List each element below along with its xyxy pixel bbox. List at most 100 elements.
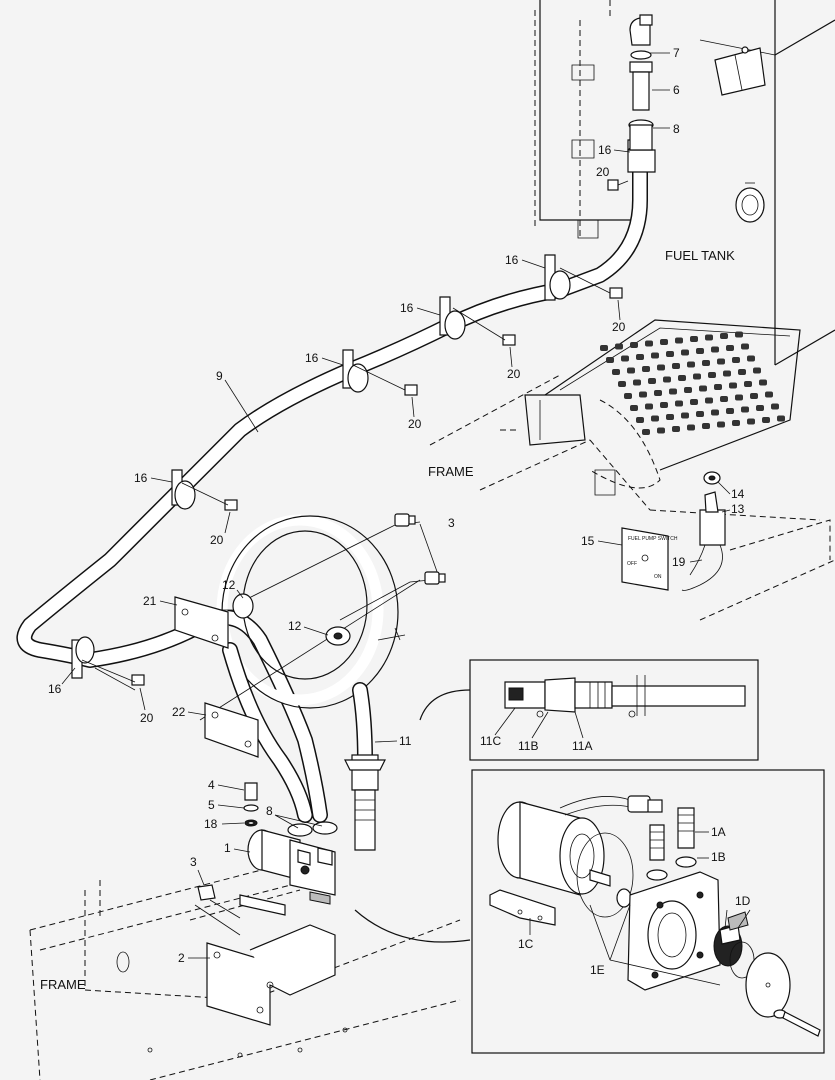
callout-5: 5 <box>208 798 215 812</box>
washers-12 <box>232 593 351 646</box>
frame-lower <box>29 859 461 1080</box>
switch-plate-off: OFF <box>627 561 637 567</box>
callout-20-b: 20 <box>612 320 626 334</box>
grate-hole <box>681 412 689 419</box>
grate-hole <box>729 382 737 389</box>
callout-16-b: 16 <box>505 253 519 267</box>
grate-hole <box>738 369 746 375</box>
grate-hole <box>660 339 668 345</box>
label-frame-upper: FRAME <box>428 464 474 479</box>
grate-hole <box>690 399 698 405</box>
grate-hole <box>717 358 725 365</box>
grate-hole <box>711 346 719 353</box>
callout-4: 4 <box>208 778 215 792</box>
clamp-16-f <box>71 636 95 679</box>
grate-hole <box>732 357 740 363</box>
switch-plate-on: ON <box>654 574 662 580</box>
callout-12-b: 12 <box>288 619 302 633</box>
callout-8-top: 8 <box>673 122 680 136</box>
callout-13: 13 <box>731 502 745 516</box>
fuel-pump-1 <box>194 782 338 1026</box>
grate-hole <box>711 409 719 416</box>
grate-hole <box>636 417 644 423</box>
callout-20-d: 20 <box>408 417 422 431</box>
inset1-label-11c: 11C <box>480 734 501 748</box>
grate-hole <box>687 361 695 368</box>
grate-hole <box>675 337 683 344</box>
callout-15: 15 <box>581 534 595 548</box>
grate-hole <box>756 405 764 411</box>
grate-hole <box>612 369 620 375</box>
grate-hole <box>720 396 728 402</box>
grate-hole <box>705 397 713 404</box>
inset2-label-1d: 1D <box>735 894 751 908</box>
grate-hole <box>720 333 728 339</box>
grate-hole <box>645 403 653 410</box>
grate-hole <box>630 342 638 348</box>
grate-hole <box>744 381 752 387</box>
grate-hole <box>669 388 677 395</box>
grate-hole <box>690 336 698 342</box>
inset-2-pump-detail <box>471 769 825 1054</box>
grate-hole <box>747 418 755 425</box>
grate-hole <box>654 390 662 396</box>
grate-hole <box>672 363 680 369</box>
grate-hole <box>681 349 689 356</box>
callout-2: 2 <box>178 951 185 965</box>
callout-20-e: 20 <box>210 533 224 547</box>
grate-hole <box>717 421 725 428</box>
grate-hole <box>699 385 707 392</box>
callout-11: 11 <box>399 734 412 748</box>
callout-20-a: 20 <box>596 165 610 179</box>
grate-hole <box>732 420 740 426</box>
grate-hole <box>747 355 755 362</box>
grate-hole <box>633 379 641 386</box>
grate-hole <box>666 414 674 420</box>
plates <box>174 596 259 758</box>
grate-hole <box>777 415 785 422</box>
coiled-hose-11 <box>216 514 406 851</box>
grate-hole <box>684 387 692 393</box>
grate-hole <box>660 402 668 408</box>
grate-hole <box>657 364 665 371</box>
grate-hole <box>741 343 749 350</box>
grate-hole <box>696 411 704 417</box>
clamp-16-e <box>171 469 196 510</box>
clamp-16-b <box>544 254 571 301</box>
inset1-label-11a: 11A <box>572 739 592 753</box>
grate-hole <box>627 367 635 374</box>
grate-hole <box>735 331 743 338</box>
pointer-inset-2 <box>354 909 471 943</box>
grate-hole <box>675 400 683 407</box>
grate-hole <box>678 375 686 381</box>
callout-16-e: 16 <box>134 471 148 485</box>
grate-hole <box>708 372 716 378</box>
callout-16-a: 16 <box>598 143 612 157</box>
callout-16-d: 16 <box>305 351 319 365</box>
callout-7: 7 <box>673 46 680 60</box>
callout-3-bottom: 3 <box>190 855 197 869</box>
label-frame-lower: FRAME <box>40 977 86 992</box>
callout-21: 21 <box>143 594 157 608</box>
callout-22: 22 <box>172 705 186 719</box>
elbow-fitting-7-6 <box>628 14 654 151</box>
grate-hole <box>636 354 644 360</box>
grate-hole <box>648 378 656 384</box>
inset2-label-1b: 1B <box>711 850 726 864</box>
frame-upper <box>429 319 835 621</box>
grate-hole <box>642 366 650 372</box>
inset2-label-1c: 1C <box>518 937 534 951</box>
callout-16-c: 16 <box>400 301 414 315</box>
inset2-label-1a: 1A <box>711 825 726 839</box>
label-fuel-tank: FUEL TANK <box>665 248 735 263</box>
grate-hole <box>741 406 749 413</box>
grate-hole <box>693 373 701 380</box>
grate-hole <box>696 348 704 354</box>
grate-hole <box>726 408 734 414</box>
clamp-16-d <box>342 349 369 393</box>
grate-hole <box>672 426 680 432</box>
grate-hole <box>687 424 695 431</box>
grate-hole <box>666 351 674 357</box>
callout-16-f: 16 <box>48 682 62 696</box>
